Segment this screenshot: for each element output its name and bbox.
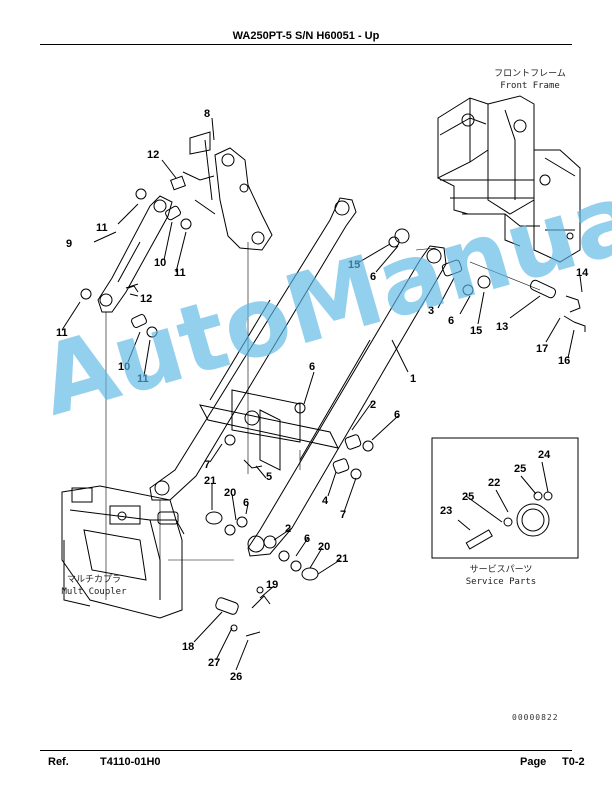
front-frame-label: フロントフレーム Front Frame xyxy=(490,68,570,92)
callout-6f: 6 xyxy=(304,533,310,545)
boom-arm-a-drawing xyxy=(149,197,357,501)
callout-labels: 1 2 2 3 4 5 6 6 6 6 6 6 7 7 8 9 10 10 11… xyxy=(56,108,589,683)
callout-12a: 12 xyxy=(147,149,159,161)
callout-9: 9 xyxy=(66,238,72,250)
callout-15a: 15 xyxy=(348,259,360,271)
callout-15b: 15 xyxy=(470,325,482,337)
callout-8: 8 xyxy=(204,108,210,120)
callout-26: 26 xyxy=(230,671,242,683)
callout-7a: 7 xyxy=(204,459,210,471)
service-parts-label-en: Service Parts xyxy=(465,577,537,587)
callout-16: 16 xyxy=(558,355,570,367)
callout-24: 24 xyxy=(538,449,551,461)
mult-coupler-drawing xyxy=(61,485,185,619)
callout-3: 3 xyxy=(428,305,434,317)
footer-page-label: Page xyxy=(520,756,547,768)
diagram-serial-code: 00000822 xyxy=(512,713,559,722)
callout-7b: 7 xyxy=(340,509,346,521)
bellcrank-drawing xyxy=(170,131,273,251)
callout-6c: 6 xyxy=(309,361,315,373)
callout-11a: 11 xyxy=(96,222,108,234)
front-frame-drawing xyxy=(437,95,581,263)
callout-20a: 20 xyxy=(224,487,236,499)
callout-18: 18 xyxy=(182,641,194,653)
callout-10a: 10 xyxy=(154,257,166,269)
cross-tube-drawing xyxy=(199,389,339,471)
callout-23: 23 xyxy=(440,505,452,517)
footer-divider xyxy=(40,750,572,751)
service-parts-box xyxy=(431,437,579,559)
front-frame-label-jp: フロントフレーム xyxy=(494,69,566,79)
mult-coupler-label-jp: マルチカプラ xyxy=(66,575,121,585)
callout-20b: 20 xyxy=(318,541,330,553)
footer-ref-label: Ref. xyxy=(48,756,69,768)
callout-25b: 25 xyxy=(462,491,474,503)
callout-11b: 11 xyxy=(174,267,186,279)
callout-6a: 6 xyxy=(370,271,376,283)
callout-1: 1 xyxy=(410,373,416,385)
callout-2b: 2 xyxy=(285,523,291,535)
callout-5: 5 xyxy=(266,471,272,483)
callout-6d: 6 xyxy=(394,409,400,421)
footer-page-value: T0-2 xyxy=(562,756,585,768)
callout-25a: 25 xyxy=(514,463,526,475)
callout-11c: 11 xyxy=(56,327,68,339)
header-divider xyxy=(40,44,572,45)
callout-2: 2 xyxy=(370,399,376,411)
callout-13: 13 xyxy=(496,321,508,333)
callout-11d: 11 xyxy=(137,373,149,385)
callout-12b: 12 xyxy=(140,293,152,305)
service-parts-label-jp: サービスパーツ xyxy=(469,565,533,575)
callout-19: 19 xyxy=(266,579,278,591)
callout-27: 27 xyxy=(208,657,220,669)
callout-6e: 6 xyxy=(243,497,249,509)
callout-10b: 10 xyxy=(118,361,130,373)
service-parts-label: サービスパーツ Service Parts xyxy=(456,564,546,588)
footer-ref-value: T4110-01H0 xyxy=(100,756,161,768)
callout-21a: 21 xyxy=(204,475,216,487)
callout-14: 14 xyxy=(576,267,589,279)
callout-4: 4 xyxy=(322,495,329,507)
mult-coupler-label-en: Mult Coupler xyxy=(61,587,127,597)
mult-coupler-label: マルチカプラ Mult Coupler xyxy=(54,574,134,598)
callout-17: 17 xyxy=(536,343,548,355)
page-title: WA250PT-5 S/N H60051 - Up xyxy=(232,30,380,42)
callout-22: 22 xyxy=(488,477,500,489)
callout-6b: 6 xyxy=(448,315,454,327)
front-frame-label-en: Front Frame xyxy=(500,81,560,91)
callout-21b: 21 xyxy=(336,553,348,565)
